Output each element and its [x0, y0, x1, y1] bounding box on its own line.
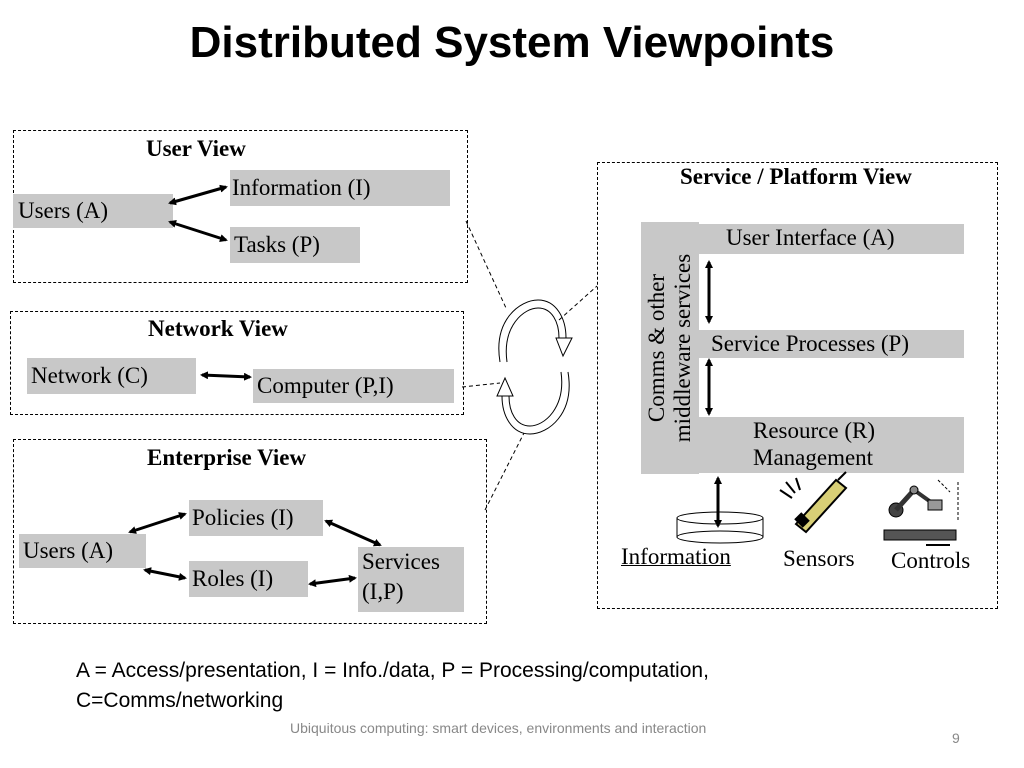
resource-management-node: Resource (R) Management: [699, 417, 964, 473]
arrow-users-tasks: [168, 220, 228, 242]
sensor-icon: [779, 471, 848, 534]
roles-node: Roles (I): [189, 561, 308, 597]
connector-service-view: [558, 285, 598, 321]
arrow-users-information: [168, 184, 228, 206]
cycle-arrows-icon: [496, 299, 573, 435]
resource-label-line1: Resource (R): [753, 418, 875, 443]
connector-user-view: [465, 220, 507, 309]
legend-line2: C=Comms/networking: [76, 689, 284, 712]
user-view-users-node: Users (A): [13, 194, 173, 228]
legend-line1: A = Access/presentation, I = Info./data,…: [76, 659, 709, 682]
enterprise-users-node: Users (A): [19, 534, 146, 568]
network-node: Network (C): [27, 358, 196, 394]
service-platform-view-title: Service / Platform View: [680, 164, 912, 189]
computer-node: Computer (P,I): [253, 369, 454, 403]
controls-label: Controls: [891, 548, 971, 573]
resource-label-line2: Management: [753, 445, 874, 470]
page-number: 9: [952, 730, 960, 746]
legend: A = Access/presentation, I = Info./data,…: [76, 656, 709, 716]
robot-arm-icon: [883, 479, 959, 546]
user-view-information-node: Information (I): [230, 170, 450, 206]
slide-title: Distributed System Viewpoints: [189, 18, 835, 67]
policies-node: Policies (I): [189, 500, 323, 536]
arrow-users-roles: [143, 567, 187, 581]
sensors-label: Sensors: [783, 546, 855, 571]
network-view-title: Network View: [148, 316, 288, 341]
comms-middleware-bar: [641, 222, 699, 474]
connector-network-view: [461, 382, 501, 388]
enterprise-view-title: Enterprise View: [147, 445, 307, 470]
footer-text: Ubiquitous computing: smart devices, env…: [290, 720, 707, 736]
services-node: Services (I,P): [358, 547, 464, 612]
service-processes-node: Service Processes (P): [699, 330, 964, 358]
arrow-roles-services: [308, 574, 357, 588]
connector-enterprise-view: [484, 432, 525, 511]
user-view-tasks-node: Tasks (P): [230, 227, 360, 263]
arrow-policies-services: [324, 519, 382, 547]
arrow-users-policies: [128, 512, 187, 534]
user-view-title: User View: [146, 136, 246, 161]
information-label: Information: [621, 544, 731, 569]
database-icon: [676, 511, 764, 544]
services-label-line2: (I,P): [362, 579, 404, 604]
services-label-line1: Services: [362, 549, 440, 574]
user-interface-node: User Interface (A): [699, 224, 964, 254]
arrow-network-computer: [200, 371, 252, 381]
